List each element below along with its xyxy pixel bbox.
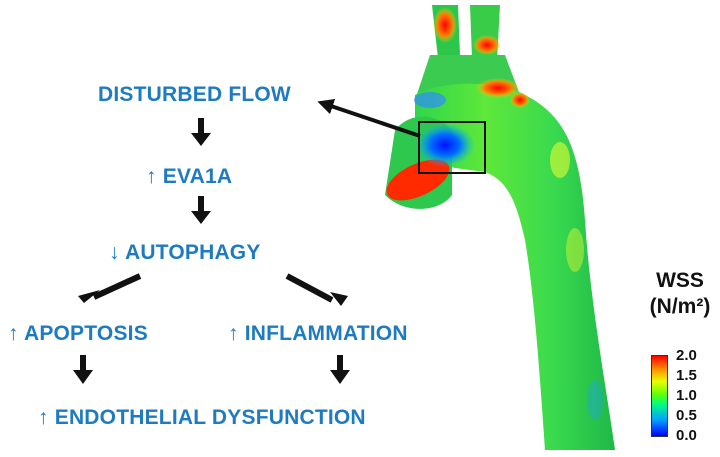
node-inflammation: ↑ INFLAMMATION <box>228 322 408 345</box>
legend-title: WSS (N/m²) <box>640 268 720 320</box>
node-autophagy: ↓ AUTOPHAGY <box>109 241 261 264</box>
arrow-autophagy-to-inflammation <box>285 273 334 303</box>
node-disturbed-flow: DISTURBED FLOW <box>98 83 291 106</box>
vessel-model <box>385 5 615 450</box>
legend-title-line1: WSS <box>656 269 704 292</box>
region-of-interest-box <box>418 121 486 174</box>
arrow-autophagy-to-apoptosis <box>92 273 142 300</box>
node-endothelial-dysfunction: ↑ ENDOTHELIAL DYSFUNCTION <box>38 406 366 429</box>
colorbar-tick: 0.0 <box>676 427 697 444</box>
colorbar-tick: 1.0 <box>676 387 697 404</box>
colorbar-tick: 2.0 <box>676 347 697 364</box>
node-eva1a: ↑ EVA1A <box>146 165 233 188</box>
colorbar <box>651 355 668 437</box>
legend-title-line2: (N/m²) <box>649 295 711 318</box>
vessel-stump-red <box>386 159 450 201</box>
colorbar-tick: 1.5 <box>676 367 697 384</box>
colorbar-tick: 0.5 <box>676 407 697 424</box>
node-apoptosis: ↑ APOPTOSIS <box>8 322 148 345</box>
pointer-arrow <box>317 98 421 138</box>
